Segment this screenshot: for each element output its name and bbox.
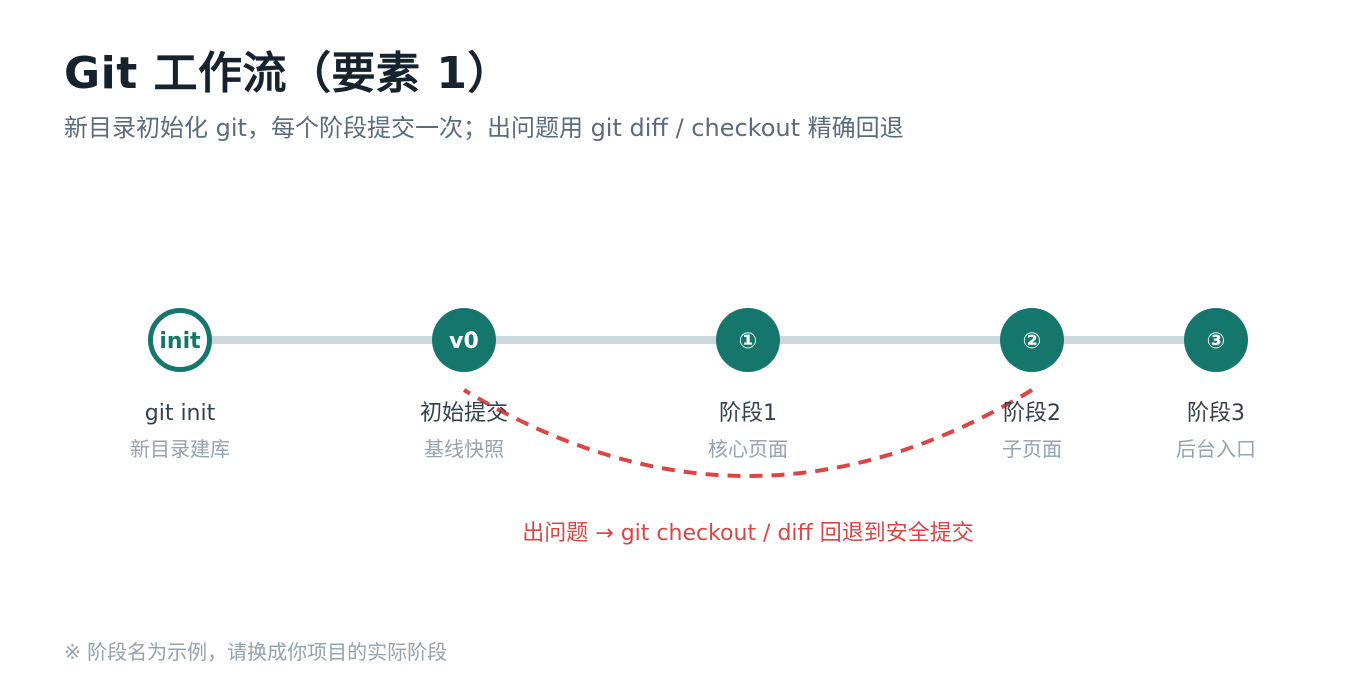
page-title: Git 工作流（要素 1） [64, 48, 512, 99]
stage-name: 阶段1 [719, 401, 777, 426]
footnote: ※ 阶段名为示例，请换成你项目的实际阶段 [64, 640, 448, 664]
stage-name: 初始提交 [420, 401, 508, 426]
stage-name: 阶段3 [1187, 401, 1245, 426]
stage-node-circle [432, 308, 496, 372]
stage-node-label: init [159, 329, 201, 354]
stage-node-label: ② [1023, 329, 1042, 354]
stage-description: 后台入口 [1176, 437, 1256, 461]
stage-node-label: ① [739, 329, 758, 354]
rollback-label: 出问题 → git checkout / diff 回退到安全提交 [522, 521, 973, 546]
stage-5: ③ 阶段3 后台入口 [1176, 308, 1256, 461]
stage-description: 子页面 [1002, 437, 1062, 461]
stage-name: git init [145, 401, 216, 426]
stage-description: 核心页面 [708, 437, 788, 461]
stage-4: ② 阶段2 子页面 [1000, 308, 1064, 461]
stage-name: 阶段2 [1003, 401, 1061, 426]
stage-node-circle [148, 308, 212, 372]
stage-node-label: ③ [1207, 329, 1226, 354]
rollback-arrow [462, 388, 1034, 478]
stage-1: init git init 新目录建库 [130, 308, 230, 461]
stage-3: ① 阶段1 核心页面 [708, 308, 788, 461]
stage-node-label: v0 [449, 329, 479, 354]
stage-description: 基线快照 [424, 437, 504, 461]
page-subtitle: 新目录初始化 git，每个阶段提交一次；出问题用 git diff / chec… [64, 114, 904, 142]
stage-description: 新目录建库 [130, 437, 230, 461]
stage-node-circle [716, 308, 780, 372]
stage-node-circle [1184, 308, 1248, 372]
stage-node-circle [1000, 308, 1064, 372]
